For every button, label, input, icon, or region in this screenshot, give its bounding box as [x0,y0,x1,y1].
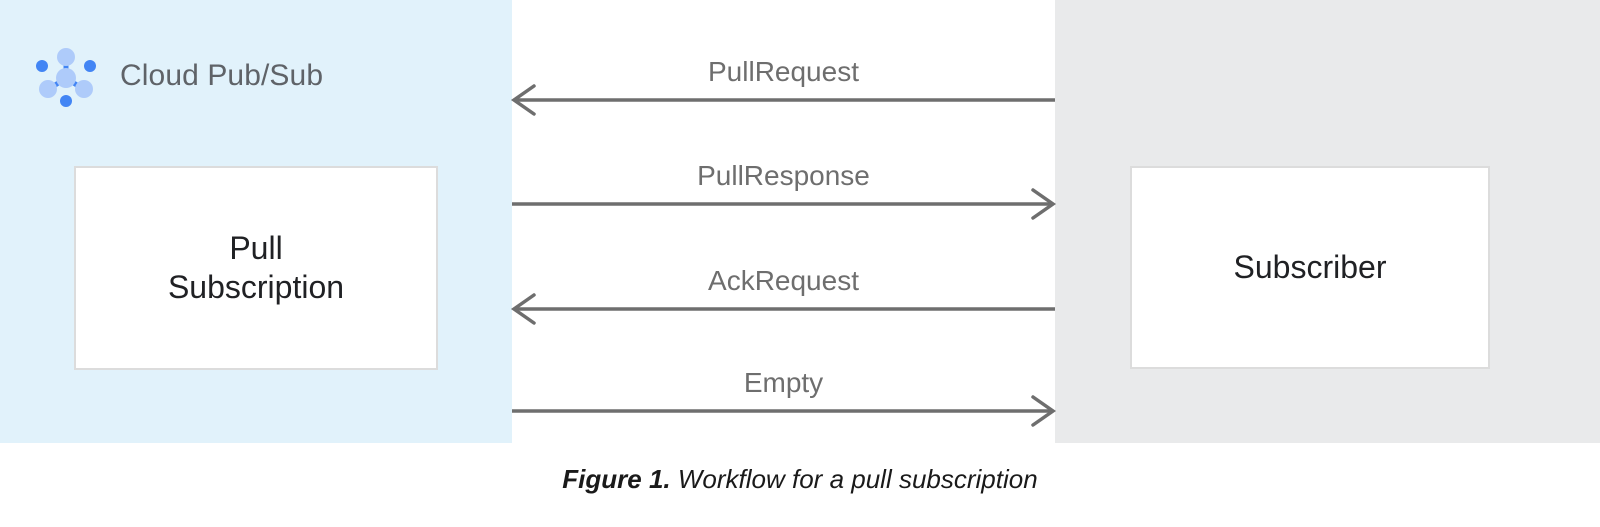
message-flow-panel [512,0,1055,443]
pull-subscription-node[interactable]: Pull Subscription [74,166,438,370]
figure-caption-number: Figure 1. [562,464,671,494]
arrow-right-icon [512,395,1057,427]
arrow-right-icon [512,188,1057,220]
figure-caption-text: Workflow for a pull subscription [670,464,1038,494]
arrow-left-icon [510,293,1055,325]
message-label: Empty [743,367,824,398]
subscriber-panel: Subscriber [1055,0,1600,443]
pull-subscription-label: Pull Subscription [167,229,345,305]
message-label: PullResponse [697,160,870,191]
message-label: PullRequest [708,56,859,87]
service-name-label: Cloud Pub/Sub [120,59,324,92]
subscriber-node[interactable]: Subscriber [1130,166,1490,369]
service-header: Cloud Pub/Sub [34,44,323,108]
message-label: AckRequest [708,265,859,296]
cloud-pubsub-panel: Cloud Pub/Sub Pull Subscription [0,0,512,443]
cloud-pubsub-icon [36,48,96,107]
arrow-left-icon [510,84,1055,116]
figure-caption: Figure 1. Workflow for a pull subscripti… [0,464,1600,495]
subscriber-label: Subscriber [1233,248,1387,285]
